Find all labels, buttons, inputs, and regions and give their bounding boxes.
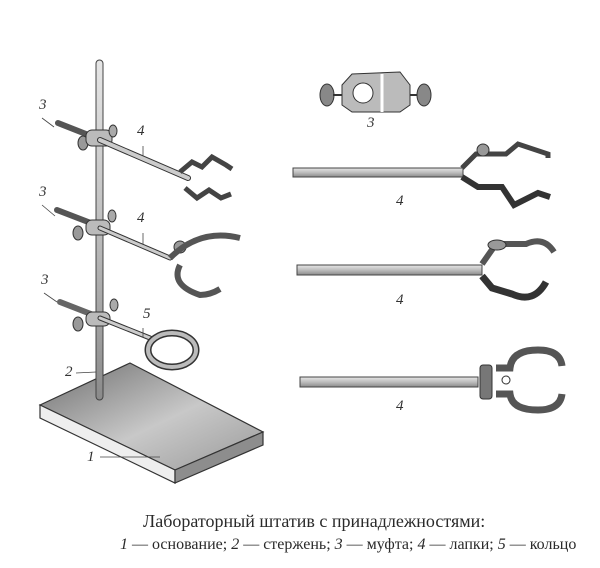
stand-clamp-mid — [54, 207, 117, 241]
label-detail-clamp: 3 — [367, 115, 375, 131]
label-clamp-low: 3 — [41, 272, 49, 288]
stand-arm-top — [97, 137, 234, 202]
leader-lines — [41, 117, 160, 458]
detail-arm-2 — [296, 238, 557, 301]
stand-clamp-low — [57, 298, 119, 332]
legend-text-3: муфта — [366, 536, 410, 553]
stand-arm-mid — [97, 225, 241, 299]
legend-text-2: стержень — [263, 536, 327, 553]
label-clamp-top: 3 — [39, 97, 47, 113]
label-detail-arm-3: 4 — [396, 398, 404, 414]
legend-num-3: 3 — [334, 536, 343, 553]
legend-num-4: 4 — [417, 536, 426, 553]
legend-num-5: 5 — [497, 536, 506, 553]
legend-text-4: лапки — [449, 536, 490, 553]
label-detail-arm-2: 4 — [396, 292, 404, 308]
legend-text-5: кольцо — [529, 536, 577, 553]
label-detail-arm-1: 4 — [396, 193, 404, 209]
label-arm-mid: 4 — [137, 210, 145, 226]
legend-text-1: основание — [152, 536, 223, 553]
stand-base — [38, 362, 265, 484]
label-arm-top: 4 — [137, 123, 145, 139]
label-base: 1 — [87, 449, 95, 465]
figure-legend: 1 — основание; 2 — стержень; 3 — муфта; … — [120, 536, 577, 553]
detail-arm-1 — [292, 141, 551, 209]
label-clamp-mid: 3 — [39, 184, 47, 200]
legend-num-1: 1 — [120, 536, 128, 553]
figure-title: Лабораторный штатив с принадлежностями: — [143, 511, 486, 531]
stand-ring — [97, 315, 200, 371]
legend-num-2: 2 — [231, 536, 240, 553]
label-rod: 2 — [65, 364, 73, 380]
detail-arm-3 — [299, 346, 566, 414]
label-ring: 5 — [143, 306, 151, 322]
detail-clamp — [319, 71, 432, 113]
